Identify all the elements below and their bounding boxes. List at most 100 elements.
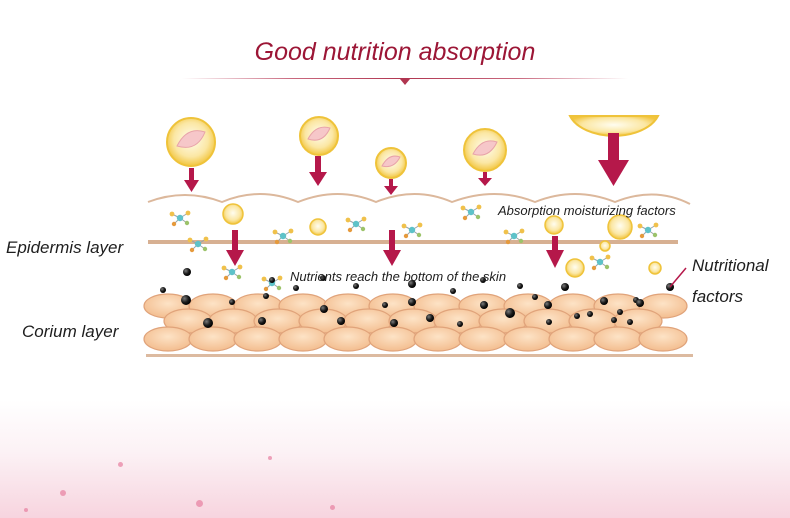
molecule-icon bbox=[272, 228, 294, 245]
moisture-bubbles bbox=[222, 203, 662, 278]
corium-cell bbox=[368, 326, 418, 352]
arrow-down-icon bbox=[226, 230, 244, 266]
corium-cell bbox=[323, 326, 373, 352]
arrow-down-icon bbox=[546, 236, 564, 268]
corium-cell bbox=[638, 326, 688, 352]
corium-layer-label: Corium layer bbox=[22, 322, 119, 341]
arrow-down-icon bbox=[478, 172, 492, 186]
title-divider bbox=[182, 78, 628, 79]
absorption-arrows bbox=[184, 133, 629, 268]
nutrient-dot bbox=[617, 309, 623, 315]
corium-cell bbox=[593, 326, 643, 352]
molecule-icon bbox=[589, 254, 611, 271]
background-splash bbox=[0, 400, 790, 518]
nutrients-reach-label: Nutrients reach the bottom of the skin bbox=[290, 269, 507, 284]
nutrient-bubbles bbox=[166, 115, 660, 179]
nutrient-dot bbox=[544, 301, 552, 309]
arrow-down-icon bbox=[184, 168, 199, 192]
nutrient-dot bbox=[320, 305, 328, 313]
arrow-down-icon bbox=[309, 156, 327, 186]
epidermis-layer-label: Epidermis layer bbox=[6, 238, 124, 257]
arrow-down-icon bbox=[383, 230, 401, 266]
nutrient-bubble bbox=[375, 147, 407, 179]
moisture-bubble bbox=[309, 218, 327, 236]
pink-speck bbox=[268, 456, 272, 460]
nutrient-dot bbox=[160, 287, 166, 293]
molecule-icon bbox=[345, 216, 367, 233]
corium-cell bbox=[278, 326, 328, 352]
moisture-bubble bbox=[544, 215, 564, 235]
moisture-bubble bbox=[599, 240, 611, 252]
nutrient-dot bbox=[258, 317, 266, 325]
nutrient-dot bbox=[636, 299, 644, 307]
nutritional-pointer-line bbox=[669, 267, 687, 288]
moisture-bubble bbox=[648, 261, 662, 275]
corium-cell bbox=[143, 326, 193, 352]
title-divider-caret bbox=[400, 79, 410, 85]
nutrient-dot bbox=[263, 293, 269, 299]
nutritional-factors-label-line1: Nutritional bbox=[692, 256, 769, 275]
nutrient-dot bbox=[517, 283, 523, 289]
arrow-down-icon bbox=[384, 179, 398, 195]
nutrient-dot bbox=[561, 283, 569, 291]
nutrient-bubble bbox=[463, 128, 507, 172]
page-title: Good nutrition absorption bbox=[254, 38, 536, 66]
pink-speck bbox=[330, 505, 335, 510]
corium-cell bbox=[188, 326, 238, 352]
nutrient-dot bbox=[505, 308, 515, 318]
nutrient-dot bbox=[480, 301, 488, 309]
nutrient-dot bbox=[269, 277, 275, 283]
molecule-icon bbox=[187, 236, 209, 253]
nutrient-dot bbox=[457, 321, 463, 327]
moisturizing-molecules bbox=[169, 204, 659, 292]
nutrient-bubble-large bbox=[568, 115, 660, 137]
nutrient-dot bbox=[532, 294, 538, 300]
nutritional-factor-dots bbox=[160, 268, 674, 328]
corium-cell bbox=[233, 326, 283, 352]
nutrient-dot bbox=[627, 319, 633, 325]
molecule-icon bbox=[460, 204, 482, 221]
nutrient-dot bbox=[183, 268, 191, 276]
nutrient-dot bbox=[203, 318, 213, 328]
nutrient-dot bbox=[408, 280, 416, 288]
pink-speck bbox=[24, 508, 28, 512]
nutrient-dot bbox=[229, 299, 235, 305]
nutrient-dot bbox=[408, 298, 416, 306]
pink-speck bbox=[60, 490, 66, 496]
arrow-down-icon bbox=[598, 133, 629, 186]
nutrient-dot bbox=[450, 288, 456, 294]
corium-cell bbox=[458, 326, 508, 352]
nutrient-dot bbox=[320, 275, 326, 281]
pink-speck bbox=[196, 500, 203, 507]
corium-cells bbox=[143, 293, 688, 352]
nutritional-factors-label-line2: factors bbox=[692, 287, 744, 306]
nutrient-bubble bbox=[166, 117, 216, 167]
nutrient-dot bbox=[587, 311, 593, 317]
molecule-icon bbox=[637, 222, 659, 239]
nutrient-dot bbox=[546, 319, 552, 325]
nutrient-dot bbox=[353, 283, 359, 289]
pink-speck bbox=[118, 462, 123, 467]
nutrient-dot bbox=[337, 317, 345, 325]
nutrient-dot bbox=[293, 285, 299, 291]
nutrient-dot bbox=[181, 295, 191, 305]
nutrient-dot bbox=[426, 314, 434, 322]
nutrient-dot bbox=[574, 313, 580, 319]
molecule-icon bbox=[221, 264, 243, 281]
nutrient-dot bbox=[480, 277, 486, 283]
molecule-icon bbox=[401, 222, 423, 239]
nutrient-dot bbox=[611, 317, 617, 323]
nutrient-dot bbox=[600, 297, 608, 305]
skin-surface-line bbox=[147, 193, 691, 205]
nutrient-dot bbox=[382, 302, 388, 308]
nutrient-dot bbox=[390, 319, 398, 327]
corium-cell bbox=[548, 326, 598, 352]
molecule-icon bbox=[503, 228, 525, 245]
moisture-bubble bbox=[565, 258, 585, 278]
absorption-moisturizing-label: Absorption moisturizing factors bbox=[498, 203, 676, 218]
moisture-bubble bbox=[222, 203, 244, 225]
corium-base-line bbox=[146, 354, 693, 357]
corium-cell bbox=[503, 326, 553, 352]
moisture-bubble bbox=[607, 214, 633, 240]
